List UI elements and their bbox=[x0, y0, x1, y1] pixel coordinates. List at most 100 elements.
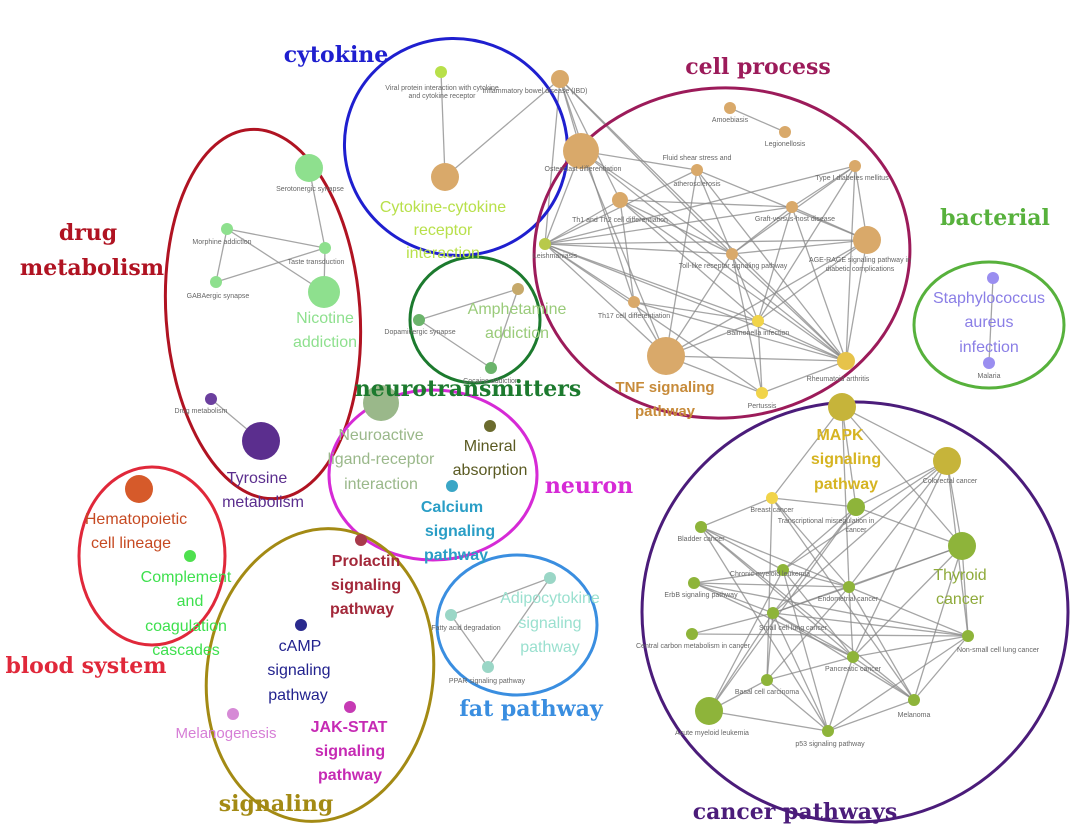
node-ppar[interactable] bbox=[482, 661, 494, 673]
node-erbb[interactable] bbox=[688, 577, 700, 589]
node-chronic-myeloid[interactable] bbox=[777, 564, 789, 576]
label-inflammatory-bowel: Inflammatory bowel disease (IBD) bbox=[482, 88, 587, 95]
edge-aml-p53 bbox=[708, 710, 829, 732]
node-serotonergic[interactable] bbox=[295, 154, 323, 182]
edge-non-small-cell-melanoma bbox=[913, 635, 969, 701]
node-fatty-acid[interactable] bbox=[445, 609, 457, 621]
edge-non-small-cell-p53 bbox=[827, 635, 969, 732]
node-bladder[interactable] bbox=[695, 521, 707, 533]
node-transcriptional[interactable] bbox=[847, 498, 865, 516]
edge-basal-cell-p53 bbox=[766, 679, 829, 732]
node-endometrial[interactable] bbox=[843, 581, 855, 593]
node-osteoclast[interactable] bbox=[563, 133, 599, 169]
node-malaria[interactable] bbox=[983, 357, 995, 369]
node-amphetamine[interactable] bbox=[512, 283, 524, 295]
node-age-rage[interactable] bbox=[853, 226, 881, 254]
node-tyrosine[interactable] bbox=[242, 422, 280, 460]
node-central-carbon[interactable] bbox=[686, 628, 698, 640]
node-salmonella[interactable] bbox=[752, 315, 764, 327]
edge-colorectal-small-cell bbox=[772, 460, 948, 614]
node-small-cell[interactable] bbox=[767, 607, 779, 619]
calcium-label: Calcium signaling pathway bbox=[421, 499, 495, 564]
node-toll-like[interactable] bbox=[726, 248, 738, 260]
node-camp[interactable] bbox=[295, 619, 307, 631]
node-mapk[interactable] bbox=[828, 393, 856, 421]
edge-chronic-myeloid-erbb bbox=[693, 569, 784, 584]
cytokine-receptor-label: Cytokine-cytokine receptor interaction bbox=[380, 199, 506, 262]
node-hematopoietic[interactable] bbox=[125, 475, 153, 503]
edge-pancreatic-p53 bbox=[827, 656, 854, 732]
edge-bladder-melanoma bbox=[700, 526, 915, 701]
edge-mapk-transcriptional bbox=[841, 406, 857, 508]
node-rheumatoid[interactable] bbox=[837, 352, 855, 370]
node-th17[interactable] bbox=[628, 296, 640, 308]
label-amphetamine-1: Amphetamine bbox=[468, 301, 567, 318]
node-fluid-shear[interactable] bbox=[691, 164, 703, 176]
node-adipocytokine[interactable] bbox=[544, 572, 556, 584]
node-cocaine[interactable] bbox=[485, 362, 497, 374]
edge-amphetamine-cocaine bbox=[490, 288, 519, 369]
node-taste[interactable] bbox=[319, 242, 331, 254]
edge-breast-bladder bbox=[700, 497, 773, 528]
node-amoebiasis[interactable] bbox=[724, 102, 736, 114]
node-cytokine-receptor[interactable] bbox=[431, 163, 459, 191]
label-nicotine-2: addiction bbox=[293, 334, 357, 351]
node-p53[interactable] bbox=[822, 725, 834, 737]
node-non-small-cell[interactable] bbox=[962, 630, 974, 642]
edge-age-rage-tnf bbox=[665, 239, 868, 357]
node-gabaergic[interactable] bbox=[210, 276, 222, 288]
edge-inflammatory-bowel-cytokine-receptor bbox=[444, 78, 561, 178]
node-melanoma[interactable] bbox=[908, 694, 920, 706]
edge-basal-cell-pancreatic bbox=[766, 656, 854, 681]
edge-graft-host-type1-diabetes bbox=[791, 165, 856, 208]
cluster-title-cancer-pathways: cancer pathways bbox=[693, 799, 897, 825]
jakstat-label: JAK-STAT signaling pathway bbox=[311, 719, 388, 784]
node-breast[interactable] bbox=[766, 492, 778, 504]
node-leishmaniasis[interactable] bbox=[539, 238, 551, 250]
node-layer bbox=[125, 66, 999, 737]
node-dopaminergic[interactable] bbox=[413, 314, 425, 326]
node-legionellosis[interactable] bbox=[779, 126, 791, 138]
edge-adipocytokine-ppar bbox=[487, 577, 551, 668]
node-aml[interactable] bbox=[695, 697, 723, 725]
thyroid-label: Thyroid cancer bbox=[933, 567, 986, 608]
label-fatty-acid: Fatty acid degradation bbox=[431, 625, 500, 632]
node-thyroid[interactable] bbox=[948, 532, 976, 560]
node-th1-th2[interactable] bbox=[612, 192, 628, 208]
edge-fatty-acid-ppar bbox=[450, 614, 489, 668]
label-endometrial: Endometrial cancer bbox=[818, 596, 879, 603]
label-non-small-cell: Non-small cell lung cancer bbox=[957, 647, 1040, 654]
edge-breast-endometrial bbox=[771, 497, 850, 588]
node-neuroactive[interactable] bbox=[363, 385, 399, 421]
camp-label: cAMP signaling pathway bbox=[267, 638, 330, 704]
node-nicotine[interactable] bbox=[308, 276, 340, 308]
node-type1-diabetes[interactable] bbox=[849, 160, 861, 172]
node-inflammatory-bowel[interactable] bbox=[551, 70, 569, 88]
node-graft-host[interactable] bbox=[786, 201, 798, 213]
label-taste: Taste transduction bbox=[288, 259, 345, 266]
node-prolactin[interactable] bbox=[355, 534, 367, 546]
label-hematopoietic-1: Hematopoietic bbox=[85, 511, 187, 528]
node-pertussis[interactable] bbox=[756, 387, 768, 399]
node-melanogenesis[interactable] bbox=[227, 708, 239, 720]
node-morphine[interactable] bbox=[221, 223, 233, 235]
label-viral-protein-1: Viral protein interaction with cytokine bbox=[385, 85, 499, 92]
node-staphylococcus[interactable] bbox=[987, 272, 999, 284]
edge-non-small-cell-pancreatic bbox=[852, 635, 969, 658]
edge-erbb-pancreatic bbox=[693, 582, 854, 658]
edge-type1-diabetes-rheumatoid bbox=[845, 165, 856, 362]
label-bladder: Bladder cancer bbox=[677, 536, 725, 543]
node-complement[interactable] bbox=[184, 550, 196, 562]
node-viral-protein[interactable] bbox=[435, 66, 447, 78]
node-mineral[interactable] bbox=[484, 420, 496, 432]
node-pancreatic[interactable] bbox=[847, 651, 859, 663]
label-amphetamine-2: addiction bbox=[485, 325, 549, 342]
node-tnf[interactable] bbox=[647, 337, 685, 375]
node-colorectal[interactable] bbox=[933, 447, 961, 475]
edge-endometrial-melanoma bbox=[848, 586, 915, 701]
node-calcium[interactable] bbox=[446, 480, 458, 492]
node-jakstat[interactable] bbox=[344, 701, 356, 713]
node-basal-cell[interactable] bbox=[761, 674, 773, 686]
node-drug-metabolism[interactable] bbox=[205, 393, 217, 405]
